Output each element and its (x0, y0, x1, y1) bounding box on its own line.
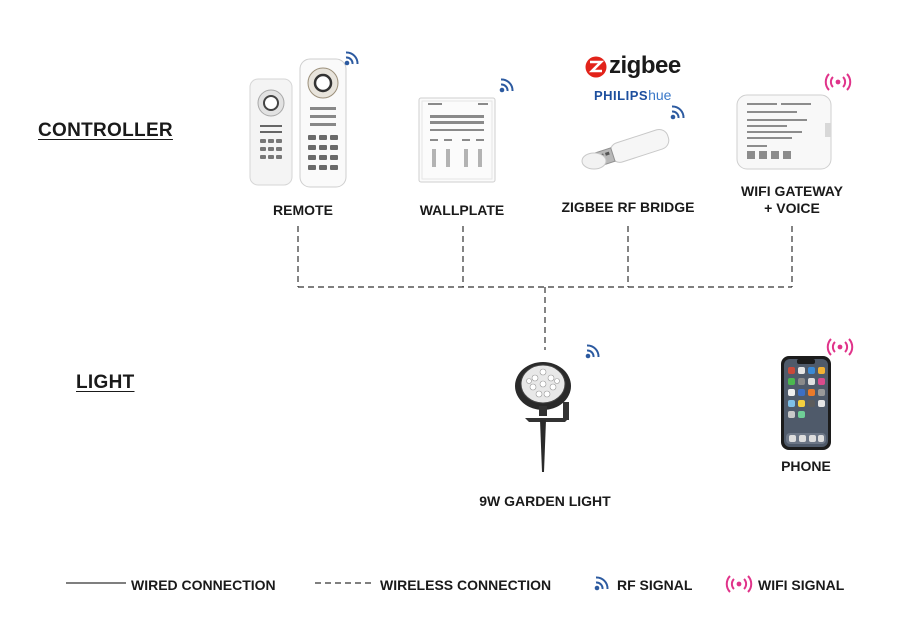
remote-image (249, 58, 347, 188)
wifi-gateway-image (736, 94, 832, 170)
garden-light-label: 9W GARDEN LIGHT (479, 493, 611, 509)
zigbee-logo: zigbee (585, 52, 685, 82)
legend-wireless-label: WIRELESS CONNECTION (380, 577, 552, 593)
wifi-gateway-wifi-signal-icon (824, 73, 852, 91)
philips-hue-logo: PHILIPShue (594, 87, 671, 103)
wifi-gateway-label: WIFI GATEWAY + VOICE (722, 183, 862, 217)
legend-rf-label: RF SIGNAL (617, 577, 693, 593)
phone-wifi-signal-icon (826, 338, 854, 356)
garden-light-rf-signal-icon (585, 344, 600, 359)
zigbee-bridge-image (581, 128, 670, 170)
phone-label: PHONE (781, 458, 831, 474)
garden-light-image (515, 362, 571, 472)
legend-wired-label: WIRED CONNECTION (131, 577, 276, 593)
wifi-gateway-label-line2: + VOICE (764, 200, 820, 216)
legend-wifi-signal-icon (725, 575, 753, 593)
wallplate-label: WALLPLATE (419, 202, 505, 218)
legend-wireless-line (315, 582, 375, 584)
legend-wired-line (66, 582, 126, 584)
zigbee-bridge-rf-signal-icon (670, 105, 685, 120)
controller-section-label: CONTROLLER (38, 120, 173, 141)
wallplate-image (418, 97, 496, 183)
remote-rf-signal-icon (344, 51, 359, 66)
light-section-label: LIGHT (76, 372, 135, 393)
wifi-gateway-label-line1: WIFI GATEWAY (741, 183, 843, 199)
phone-image (781, 356, 831, 450)
zigbee-logo-icon (585, 56, 607, 78)
philips-logo-text: PHILIPS (594, 88, 649, 103)
remote-label: REMOTE (273, 202, 333, 218)
zigbee-logo-text: zigbee (609, 52, 681, 79)
hue-logo-text: hue (648, 87, 672, 103)
zigbee-bridge-label: ZIGBEE RF BRIDGE (561, 199, 695, 215)
wallplate-rf-signal-icon (499, 78, 514, 93)
legend-wifi-label: WIFI SIGNAL (758, 577, 845, 593)
legend-rf-signal-icon (594, 576, 609, 591)
